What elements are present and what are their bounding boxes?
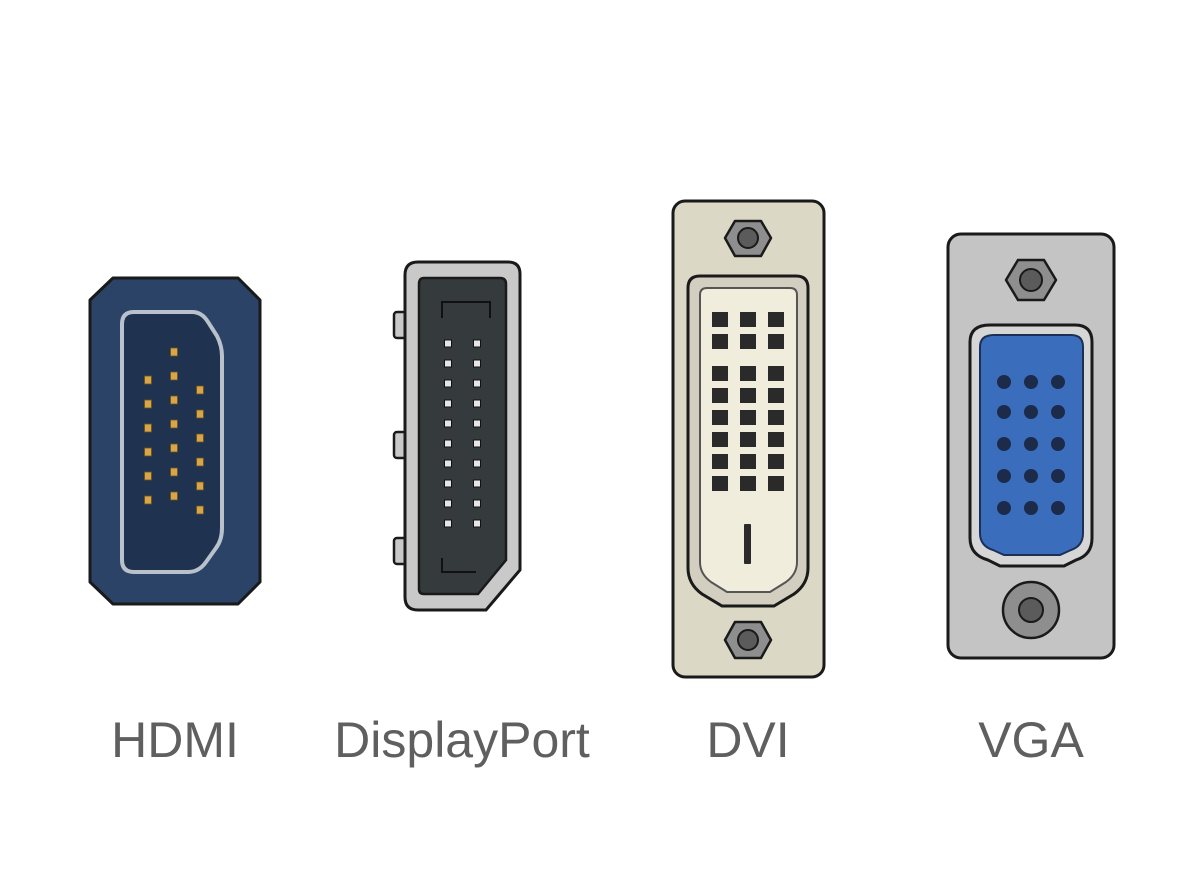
dvi-pin <box>740 454 756 469</box>
displayport-pin <box>444 379 452 388</box>
vga-pin <box>997 405 1011 419</box>
vga-screw-bottom <box>1001 580 1061 640</box>
dvi-label: DVI <box>706 712 790 768</box>
dvi-pin <box>768 454 784 469</box>
dvi-screw-top <box>723 219 773 258</box>
hdmi-pin <box>196 481 204 491</box>
hdmi-pin <box>170 395 178 405</box>
dvi-pin <box>768 388 784 403</box>
hdmi-pin <box>196 433 204 443</box>
dp-pin-guide <box>441 301 491 573</box>
hdmi-pins <box>144 347 204 515</box>
vga-screw-top <box>1004 258 1058 302</box>
hdmi-pin <box>144 471 152 481</box>
dvi-pin <box>740 334 756 349</box>
displayport-pin <box>444 499 452 508</box>
displayport-pin <box>444 399 452 408</box>
dvi-pin <box>740 312 756 327</box>
hdmi-connector-icon <box>88 276 262 606</box>
displayport-pins <box>444 339 481 528</box>
displayport-pin <box>473 439 481 448</box>
dvi-pin <box>740 388 756 403</box>
dvi-pin <box>768 432 784 447</box>
dvi-pin <box>712 454 728 469</box>
vga-pin <box>1024 501 1038 515</box>
displayport-pin <box>473 479 481 488</box>
displayport-pin <box>473 399 481 408</box>
dvi-pin <box>740 476 756 491</box>
dvi-flat-blade <box>744 524 751 564</box>
dp-port <box>417 276 508 596</box>
displayport-pin <box>444 519 452 528</box>
dvi-pin <box>768 312 784 327</box>
displayport-pin <box>473 499 481 508</box>
vga-pin <box>1024 375 1038 389</box>
dvi-pin <box>712 476 728 491</box>
displayport-label: DisplayPort <box>334 712 590 768</box>
hdmi-pin <box>144 495 152 505</box>
dvi-pin <box>712 334 728 349</box>
displayport-pin <box>444 439 452 448</box>
vga-pin <box>1024 437 1038 451</box>
vga-pin <box>997 469 1011 483</box>
dvi-pin <box>712 312 728 327</box>
hdmi-pin <box>170 467 178 477</box>
vga-pin <box>1051 405 1065 419</box>
dvi-pin <box>740 366 756 381</box>
displayport-connector-icon <box>392 260 522 612</box>
dvi-pin <box>768 334 784 349</box>
hdmi-pin <box>170 347 178 357</box>
vga-pins <box>997 375 1065 515</box>
hdmi-pin <box>196 505 204 515</box>
hdmi-pin <box>144 399 152 409</box>
displayport-pin <box>473 379 481 388</box>
vga-pin <box>1051 437 1065 451</box>
hdmi-pin <box>196 385 204 395</box>
hdmi-pin <box>170 491 178 501</box>
dvi-connector-icon <box>671 199 826 679</box>
displayport-pin <box>473 359 481 368</box>
vga-connector-icon <box>946 232 1116 660</box>
dvi-pin <box>768 366 784 381</box>
displayport-pin <box>444 479 452 488</box>
displayport-pin <box>473 459 481 468</box>
hdmi-pin <box>196 457 204 467</box>
hdmi-pin <box>144 447 152 457</box>
vga-pin <box>1051 375 1065 389</box>
dvi-pin <box>712 432 728 447</box>
dvi-pin <box>712 366 728 381</box>
vga-pin <box>1051 501 1065 515</box>
displayport-pin <box>444 459 452 468</box>
dvi-pin <box>740 432 756 447</box>
dvi-pin <box>712 388 728 403</box>
vga-pin <box>1051 469 1065 483</box>
displayport-pin <box>473 419 481 428</box>
displayport-pin <box>473 339 481 348</box>
displayport-pin <box>444 339 452 348</box>
displayport-pin <box>444 419 452 428</box>
hdmi-pin <box>144 423 152 433</box>
dvi-pin <box>740 410 756 425</box>
vga-pin <box>997 375 1011 389</box>
hdmi-label: HDMI <box>111 712 239 768</box>
hdmi-pin <box>170 419 178 429</box>
hdmi-pin <box>196 409 204 419</box>
vga-label: VGA <box>978 712 1084 768</box>
dvi-pin <box>712 410 728 425</box>
displayport-pin <box>473 519 481 528</box>
vga-pin <box>1024 405 1038 419</box>
hdmi-pin <box>170 443 178 453</box>
vga-pin <box>1024 469 1038 483</box>
dvi-pins <box>712 312 784 491</box>
vga-pin <box>997 437 1011 451</box>
hdmi-pin <box>170 371 178 381</box>
vga-pin <box>997 501 1011 515</box>
dvi-pin <box>768 410 784 425</box>
dvi-screw-bottom <box>723 620 773 660</box>
displayport-pin <box>444 359 452 368</box>
dvi-pin <box>768 476 784 491</box>
hdmi-pin <box>144 375 152 385</box>
